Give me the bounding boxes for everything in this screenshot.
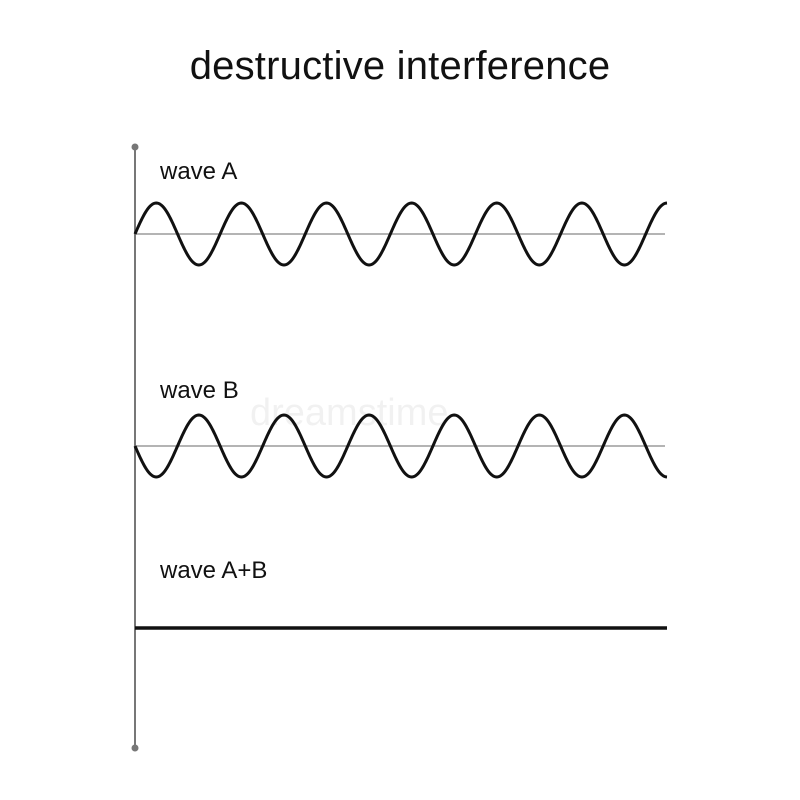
wave-b-curve <box>133 413 668 479</box>
axis-bottom-dot <box>131 744 139 752</box>
page-title: destructive interference <box>189 44 611 88</box>
wave-a-curve <box>133 201 668 267</box>
wave-b-label: wave B <box>160 377 239 404</box>
axis-top-dot <box>131 143 139 151</box>
wave-sum-label: wave A+B <box>160 557 268 584</box>
wave-a-label: wave A <box>160 158 238 185</box>
watermark: dreamstime <box>250 392 449 434</box>
